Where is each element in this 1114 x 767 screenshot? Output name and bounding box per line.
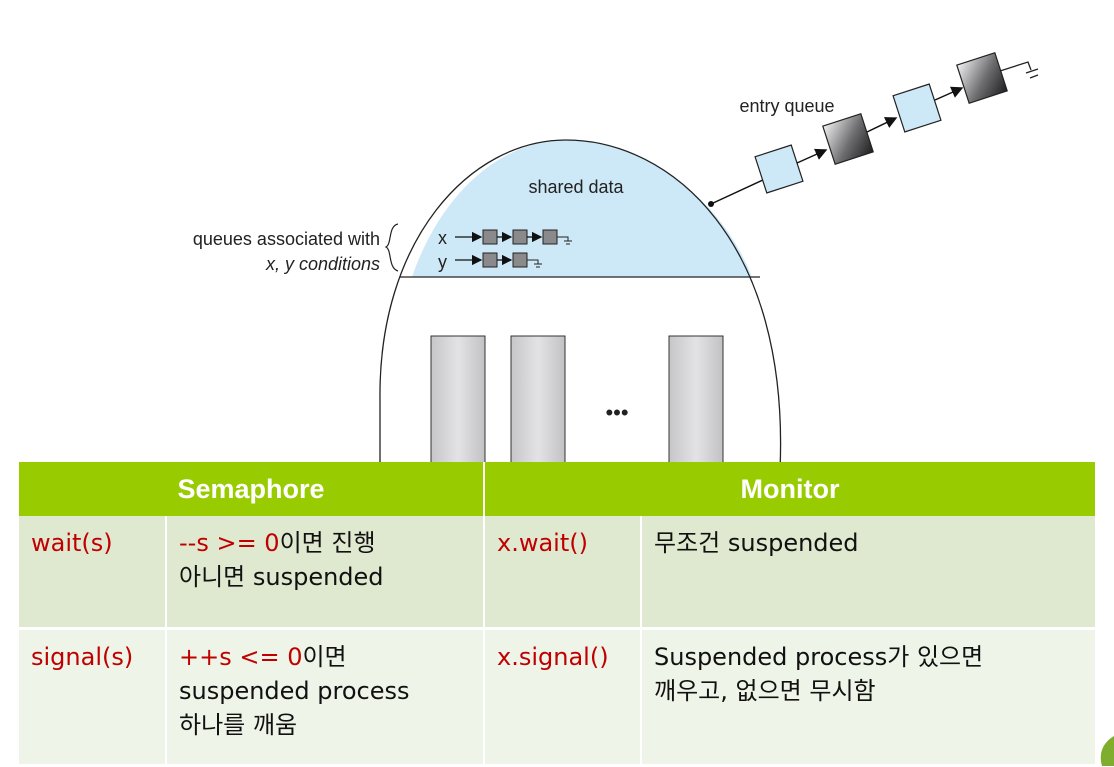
monitor-desc-text: Suspended process가 있으면 [654,643,984,671]
semaphore-desc-text: 이면 [302,643,347,671]
queue-node-light [754,144,804,194]
queue-node-light [892,83,942,133]
procedure-ellipsis: ••• [605,400,628,425]
procedure-block [430,335,486,470]
procedure-block [510,335,566,470]
queue-node-dark [956,52,1008,104]
semaphore-condition: ++s <= 0 [179,643,303,671]
entry-queue-label: entry queue [739,96,834,116]
monitor-desc-text: 깨우고, 없으면 무시함 [654,677,876,705]
monitor-desc-text: 무조건 suspended [654,529,859,557]
semaphore-op-cell: wait(s) [19,516,167,630]
queue-node-dark [822,113,874,165]
leaf-decoration [1100,736,1114,766]
monitor-op-cell: x.wait() [484,516,642,630]
semaphore-op: signal(s) [31,643,134,671]
semaphore-desc-text: suspended process [179,677,410,705]
monitor-op: x.wait() [497,529,588,557]
monitor-header: Monitor [484,462,1096,516]
condition-queue-x: x [438,228,572,248]
queues-brace [384,223,399,272]
condition-y-label: y [438,252,447,272]
semaphore-desc-text: 이면 진행 [279,529,376,557]
procedure-block [668,335,724,470]
monitor-op-cell: x.signal() [484,628,642,767]
semaphore-desc-text: 하나를 깨움 [179,711,298,739]
queues-label-line1: queues associated with [193,229,380,249]
entry-queue [708,52,1039,207]
monitor-desc-cell: 무조건 suspended [641,516,1096,630]
monitor-outline [379,139,782,470]
semaphore-header: Semaphore [19,462,485,516]
queues-label-line2: x, y conditions [265,254,380,274]
monitor-diagram: ••• shared data entry queue queues assoc… [193,52,1039,470]
semaphore-condition: --s >= 0 [179,529,280,557]
shared-data-label: shared data [528,177,624,197]
table-row: signal(s) ++s <= 0이면 suspended process 하나를… [19,628,1096,767]
condition-queue-y: y [438,252,542,272]
shared-data-region [412,140,752,277]
semaphore-op: wait(s) [31,529,113,557]
semaphore-desc-text: 아니면 suspended [179,563,384,591]
semaphore-desc-cell: ++s <= 0이면 suspended process 하나를 깨움 [166,628,485,767]
monitor-op: x.signal() [497,643,609,671]
condition-x-label: x [438,228,447,248]
semaphore-op-cell: signal(s) [19,628,167,767]
